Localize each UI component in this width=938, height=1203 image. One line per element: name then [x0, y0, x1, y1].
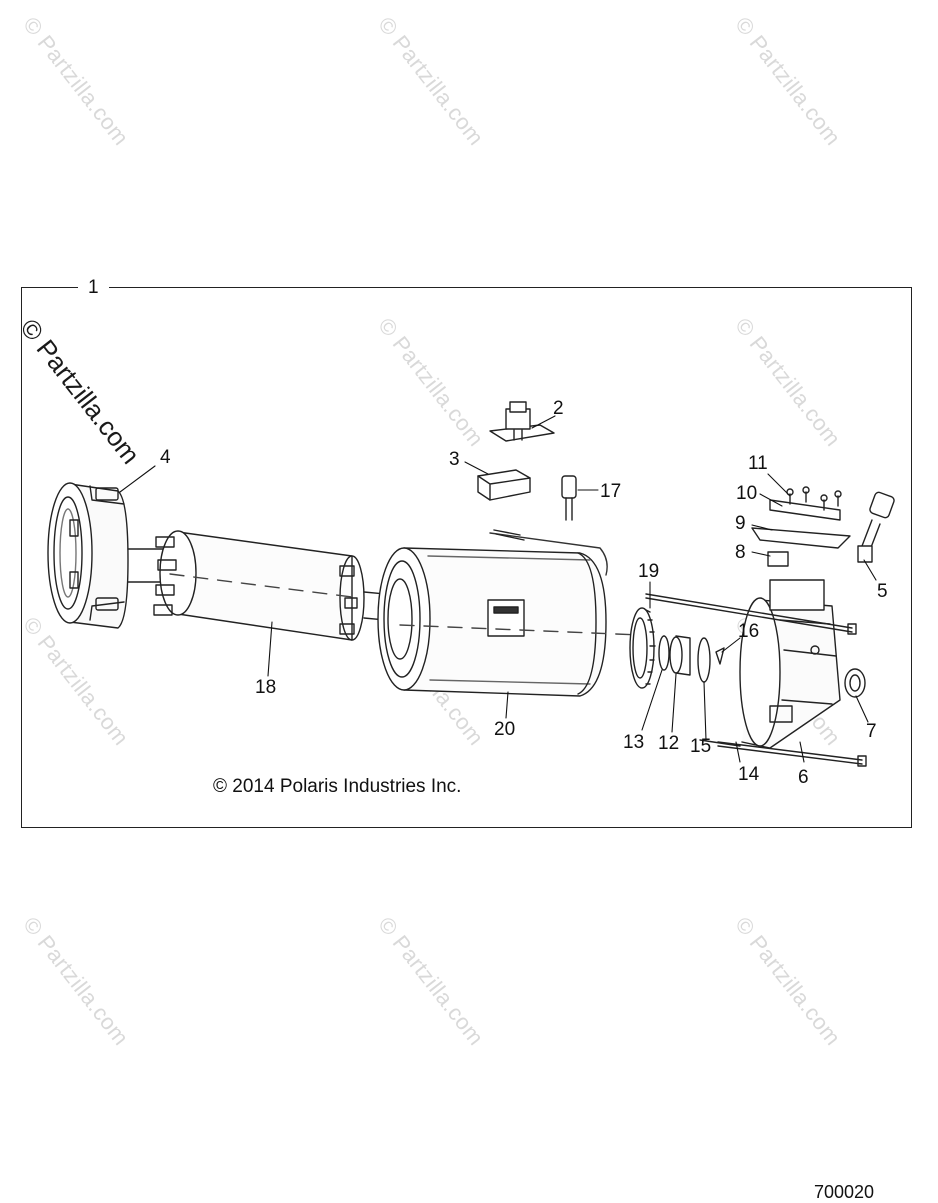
callout-15[interactable]: 15	[690, 736, 712, 757]
terminal-part	[857, 491, 895, 563]
callout-5[interactable]: 5	[877, 581, 888, 602]
connector-part	[561, 475, 577, 521]
callout-17[interactable]: 17	[600, 481, 622, 502]
frame-label: 1	[78, 277, 109, 299]
callout-14[interactable]: 14	[738, 764, 760, 785]
callout-11[interactable]: 11	[748, 453, 768, 474]
callout-12[interactable]: 12	[658, 733, 680, 754]
block-part	[477, 469, 531, 501]
diagram-number: 700020	[814, 1182, 875, 1202]
ring-part	[697, 637, 711, 683]
callout-4[interactable]: 4	[160, 447, 171, 468]
washer-part	[658, 635, 670, 671]
callout-8[interactable]: 8	[735, 542, 746, 563]
callout-13[interactable]: 13	[623, 732, 645, 753]
switch-part	[489, 401, 555, 442]
callout-10[interactable]: 10	[736, 483, 758, 504]
callout-18[interactable]: 18	[255, 677, 277, 698]
brush-plate-part	[751, 486, 851, 567]
clip-part	[715, 647, 725, 665]
callout-9[interactable]: 9	[735, 513, 746, 534]
callout-16[interactable]: 16	[738, 621, 760, 642]
seal-part	[844, 668, 866, 698]
callout-3[interactable]: 3	[449, 449, 460, 470]
callout-2[interactable]: 2	[553, 398, 564, 419]
callout-7[interactable]: 7	[866, 721, 877, 742]
callout-6[interactable]: 6	[798, 767, 809, 788]
end-cap-part	[47, 482, 129, 629]
drive-housing-part	[739, 579, 841, 749]
callout-19[interactable]: 19	[638, 561, 660, 582]
callout-20[interactable]: 20	[494, 719, 516, 740]
diagram-frame	[21, 287, 912, 828]
through-bolt-part	[645, 593, 867, 767]
copyright-notice: © 2014 Polaris Industries Inc.	[213, 776, 462, 797]
armature-part	[127, 530, 386, 641]
gear-part	[629, 607, 656, 689]
housing-part	[377, 529, 641, 697]
